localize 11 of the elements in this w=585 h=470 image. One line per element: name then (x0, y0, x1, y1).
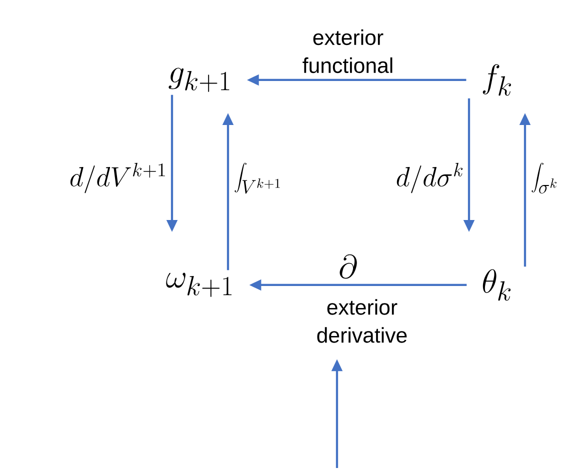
math-symbol: $f_k$ (482, 64, 511, 96)
edge-label: $\int_{V^{k+1}}$ (234, 162, 280, 194)
edge-label: $d/dV^{k+1}$ (70, 162, 165, 194)
edge-label: exterior functional (302, 29, 392, 74)
math-symbol: $\omega_{k+1}$ (166, 272, 232, 297)
text-label: exterior derivative (317, 299, 407, 343)
math-symbol: $g_{k+1}$ (168, 68, 230, 92)
edge-label: $d/d\sigma^k$ (396, 162, 463, 194)
edge-label: $\int_{\sigma^k}$ (532, 162, 556, 194)
edge-label: $\partial$ (340, 254, 357, 279)
math-symbol: $\theta_k$ (482, 269, 511, 301)
